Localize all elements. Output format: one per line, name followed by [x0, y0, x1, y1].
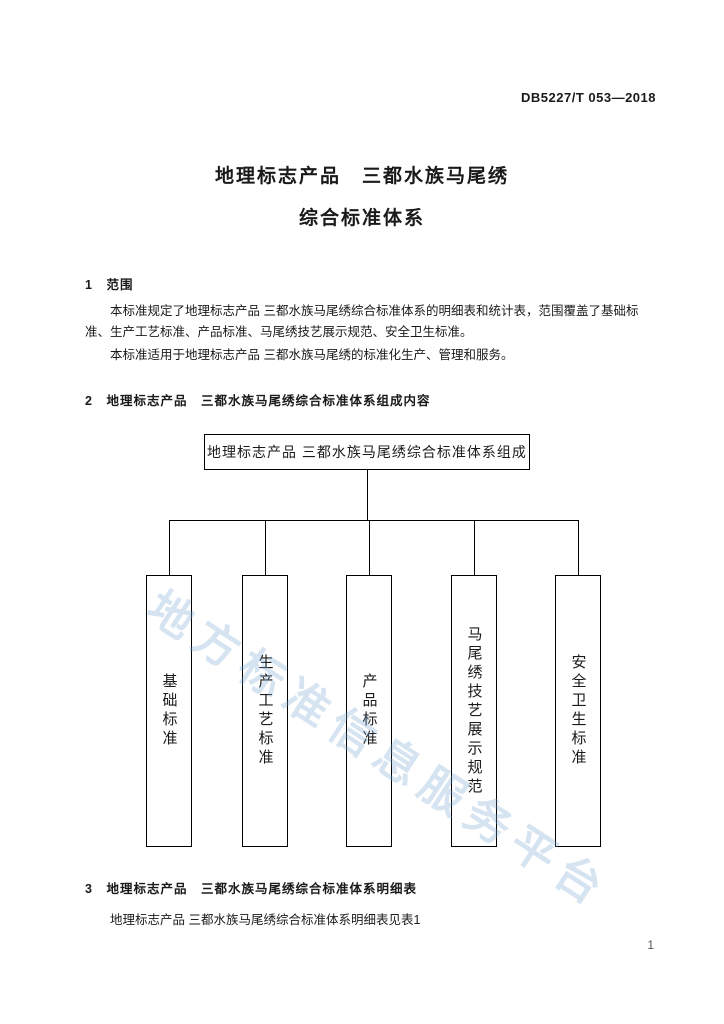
section-3-body: 地理标志产品 三都水族马尾绣综合标准体系明细表见表1 [85, 910, 653, 931]
diagram-box-label: 基础标准 [160, 673, 178, 749]
diagram-box-label: 马尾绣技艺展示规范 [465, 625, 483, 797]
diagram-box-label: 安全卫生标准 [569, 654, 587, 768]
diagram-box-label: 产品标准 [360, 673, 378, 749]
connector-line-horizontal [169, 520, 579, 521]
diagram-box-craft-display-specs: 马尾绣技艺展示规范 [451, 575, 497, 847]
section-1-heading: 1 范围 [85, 278, 134, 292]
connector-line-child-4 [474, 520, 475, 575]
section-1-paragraph-2: 本标准适用于地理标志产品 三都水族马尾绣的标准化生产、管理和服务。 [110, 348, 514, 362]
connector-line-child-5 [578, 520, 579, 575]
diagram-box-basic-standards: 基础标准 [146, 575, 192, 847]
connector-line-child-1 [169, 520, 170, 575]
document-title-line2: 综合标准体系 [298, 208, 425, 229]
connector-line-child-3 [369, 520, 370, 575]
diagram-box-label: 生产工艺标准 [256, 654, 274, 768]
page-number: 1 [647, 938, 654, 952]
section-1-paragraph-1: 本标准规定了地理标志产品 三都水族马尾绣综合标准体系的明细表和统计表，范围覆盖了… [85, 304, 639, 339]
connector-line-child-2 [265, 520, 266, 575]
connector-line-root [367, 470, 368, 520]
section-1-body: 本标准规定了地理标志产品 三都水族马尾绣综合标准体系的明细表和统计表，范围覆盖了… [85, 301, 653, 366]
diagram-box-production-process-standards: 生产工艺标准 [242, 575, 288, 847]
diagram-box-product-standards: 产品标准 [346, 575, 392, 847]
section-2-heading: 2 地理标志产品 三都水族马尾绣综合标准体系组成内容 [85, 394, 431, 408]
diagram-box-safety-hygiene-standards: 安全卫生标准 [555, 575, 601, 847]
document-title-line1: 地理标志产品 三都水族马尾绣 [214, 166, 509, 187]
section-3-paragraph-1: 地理标志产品 三都水族马尾绣综合标准体系明细表见表1 [110, 913, 421, 927]
section-3-heading: 3 地理标志产品 三都水族马尾绣综合标准体系明细表 [85, 882, 417, 896]
doc-number: DB5227/T 053—2018 [521, 90, 656, 105]
standard-system-diagram: 地理标志产品 三都水族马尾绣综合标准体系组成 基础标准 生产工艺标准 产品标准 … [0, 430, 724, 855]
diagram-root-box: 地理标志产品 三都水族马尾绣综合标准体系组成 [204, 434, 530, 470]
